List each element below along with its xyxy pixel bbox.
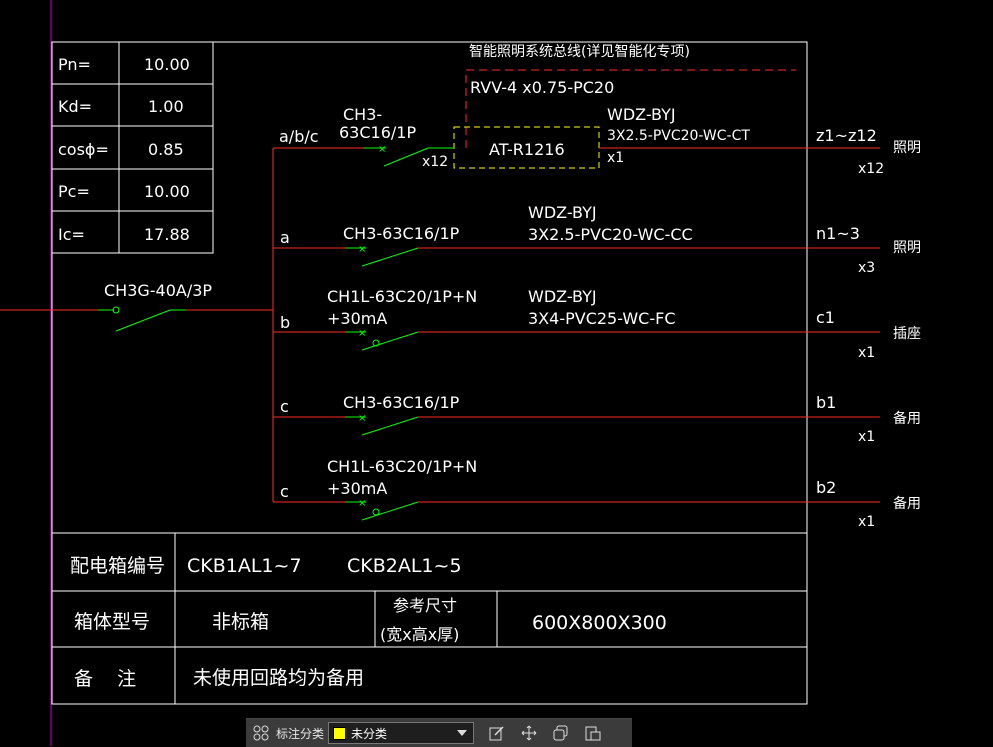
circuit-use: 照明 [893,240,921,256]
circuit-code: c1 [816,308,835,327]
circuit-phase: a/b/c [279,127,319,146]
param-label-pc: Pc= [58,182,90,201]
breaker-rcd: +30mA [327,479,387,498]
svg-text:×: × [358,244,366,255]
annotation-category-label: 标注分类 [276,726,325,741]
svg-text:×: × [358,328,366,339]
circuit-phase: a [280,228,290,247]
breaker-label: CH1L-63C20/1P+N [327,287,477,306]
cable-type: WDZ-BYJ [607,105,676,124]
circuit-use: 照明 [893,140,921,156]
remark-value: 未使用回路均为备用 [193,667,364,689]
drawing-frame [51,41,808,705]
circuit-use: 备用 [893,495,921,512]
remark-label: 备 注 [74,668,136,690]
main-incoming: CH3G-40A/3P [0,281,273,332]
breaker-rcd: +30mA [327,309,387,328]
category-dropdown-value: 未分类 [351,726,388,741]
param-label-ic: Ic= [58,225,85,244]
box-type-value: 非标箱 [212,611,269,633]
smart-bus-title: 智能照明系统总线(详见智能化专项) [469,44,690,60]
breaker-label: CH3-63C16/1P [343,393,460,412]
circuit-multiplier: x1 [858,429,875,445]
cable-spec: 3X2.5-PVC20-WC-CT [607,128,750,144]
ref-size-label-2: (宽x高x厚) [380,625,459,644]
circuit-code: b1 [816,393,836,412]
circuit-multiplier: x1 [858,514,875,530]
param-label-kd: Kd= [58,97,92,116]
circuit-phase: c [280,482,289,501]
breaker-label: CH1L-63C20/1P+N [327,457,477,476]
move-icon[interactable] [518,722,540,744]
circuit-c1[interactable]: × b CH1L-63C20/1P+N +30mA WDZ-BYJ 3X4-PV… [273,287,921,361]
circuit-use: 插座 [893,326,921,342]
copy-icon[interactable] [550,722,572,744]
breaker-label: CH3- [343,105,382,124]
main-breaker-label: CH3G-40A/3P [104,281,212,300]
circuit-n[interactable]: × a CH3-63C16/1P WDZ-BYJ 3X2.5-PVC20-WC-… [273,203,921,276]
grid-icon[interactable] [250,722,272,744]
param-value-pc: 10.00 [144,182,190,201]
breaker-label: CH3-63C16/1P [343,224,460,243]
svg-text:×: × [358,498,366,509]
chevron-down-icon [457,730,468,736]
annotation-toolbar: 标注分类 未分类 [246,718,632,747]
circuit-multiplier: x12 [858,161,884,177]
paste-icon[interactable] [582,722,604,744]
category-color-swatch [333,726,347,740]
box-number-value-1: CKB1AL1~7 [187,555,302,577]
svg-text:×: × [358,413,366,424]
circuit-b2[interactable]: × c CH1L-63C20/1P+N +30mA b2 x1 备用 [273,457,921,530]
cable-spec: 3X4-PVC25-WC-FC [528,309,675,328]
param-value-ic: 17.88 [144,225,190,244]
breaker-rating: 63C16/1P [339,123,416,142]
smart-bus-cable: RVV-4 x0.75-PC20 [470,78,614,97]
svg-text:×: × [378,144,386,155]
ref-size-value: 600X800X300 [532,612,667,634]
circuit-z[interactable]: × a/b/c CH3- 63C16/1P x12 AT-R1216 WDZ-B… [273,105,921,177]
module-label: AT-R1216 [489,140,565,159]
cable-type: WDZ-BYJ [528,287,597,306]
circuit-phase: c [280,397,289,416]
category-dropdown[interactable]: 未分类 [328,722,475,744]
circuit-multiplier: x3 [858,260,875,276]
param-value-kd: 1.00 [148,97,184,116]
cable-type: WDZ-BYJ [528,203,597,222]
circuit-code: b2 [816,478,836,497]
info-table: 配电箱编号 CKB1AL1~7 CKB2AL1~5 箱体型号 非标箱 参考尺寸 … [52,532,807,704]
circuit-code: z1~z12 [816,126,877,145]
module-multiplier: x12 [422,154,448,170]
cable-spec: 3X2.5-PVC20-WC-CC [528,225,693,244]
param-label-cos: cosϕ= [58,140,109,159]
param-value-cos: 0.85 [148,140,184,159]
box-type-label: 箱体型号 [74,611,150,633]
circuit-phase: b [280,313,290,332]
circuit-multiplier: x1 [858,345,875,361]
ref-size-label-1: 参考尺寸 [393,596,457,615]
circuit-use: 备用 [893,410,921,427]
circuit-code: n1~3 [816,224,860,243]
smart-lighting-bus: 智能照明系统总线(详见智能化专项) RVV-4 x0.75-PC20 [465,44,796,148]
box-number-value-2: CKB2AL1~5 [347,555,462,577]
box-number-label: 配电箱编号 [70,555,165,577]
cable-multiplier: x1 [607,150,624,166]
circuit-b1[interactable]: × c CH3-63C16/1P b1 x1 备用 [273,393,921,445]
param-label-pn: Pn= [58,55,91,74]
param-value-pn: 10.00 [144,55,190,74]
edit-icon[interactable] [486,722,508,744]
parameter-table: Pn= 10.00 Kd= 1.00 cosϕ= 0.85 Pc= 10.00 … [51,41,214,254]
